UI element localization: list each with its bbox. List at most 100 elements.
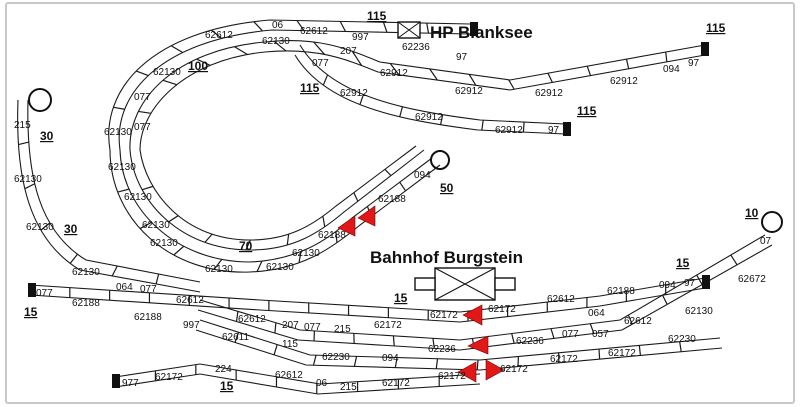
track-code: 62130 (266, 262, 294, 273)
signal-icon (337, 215, 356, 237)
track-joint (18, 141, 29, 146)
rail (29, 287, 706, 323)
track-joint (196, 58, 211, 66)
track-joint (468, 74, 477, 86)
elevation-markers: 115 115 115 115 100 30 30 70 50 10 15 15… (24, 9, 759, 393)
track-code: 62130 (108, 162, 136, 173)
track-joint (665, 51, 668, 62)
buffer-stop (112, 374, 120, 388)
track-joint (155, 273, 160, 285)
track-joint (627, 314, 633, 325)
track-code: 62236 (428, 344, 456, 355)
buffer-stop (563, 122, 571, 136)
sleepers (18, 20, 738, 394)
track-code: 62188 (134, 312, 162, 323)
track-codes-lower-south: 62611 115 62230 094 62236 62236 077 057 … (222, 329, 696, 364)
building-cross (434, 267, 496, 301)
track-code: 62188 (607, 286, 635, 297)
track-joint (435, 358, 439, 369)
track-code: 62912 (535, 88, 563, 99)
track-joint (286, 234, 290, 246)
track-code: 62172 (500, 364, 528, 375)
track-code: 62130 (104, 127, 132, 138)
track-code: 62172 (155, 372, 183, 383)
signal-icon (462, 304, 483, 326)
track-code: 97 (684, 278, 696, 289)
track-code: 064 (116, 282, 133, 293)
track-code: 057 (592, 329, 609, 340)
reverse-loop (430, 150, 450, 170)
track-joint (322, 74, 329, 86)
elevation-label: 15 (394, 291, 408, 305)
track-code: 077 (304, 322, 321, 333)
track-codes-upper: 06 62612 997 62236 97 62612 62130 207 07… (104, 20, 700, 138)
track-joint (661, 294, 668, 305)
track-code: 094 (663, 64, 680, 75)
track-joint (138, 110, 152, 114)
track-code: 62188 (378, 194, 406, 205)
track-code: 62130 (124, 192, 152, 203)
rail (27, 99, 201, 283)
track-joint (245, 239, 251, 251)
track-joint (322, 216, 326, 227)
track-joint (384, 168, 392, 177)
track-joint (481, 120, 484, 131)
track-joint (511, 333, 515, 344)
track-codes-helix: 62130 62130 62130 62130 62130 62130 6213… (108, 162, 431, 275)
track-joint (253, 21, 263, 32)
rail (114, 373, 481, 395)
rail (139, 145, 417, 241)
track-code: 62912 (610, 76, 638, 87)
rail (197, 244, 773, 351)
track-code: 62130 (685, 306, 713, 317)
track-joint (173, 245, 185, 256)
signal-icon (457, 361, 477, 383)
track-joint (24, 183, 35, 190)
track-code: 62172 (430, 310, 458, 321)
track-code: 62130 (205, 264, 233, 275)
track-joint (389, 63, 400, 76)
rail (129, 40, 706, 151)
signal-icon (485, 359, 505, 381)
track-code: 215 (334, 324, 351, 335)
lower-level-tracks (29, 211, 783, 395)
track-code: 06 (316, 378, 328, 389)
track-code: 62172 (382, 378, 410, 389)
rail (129, 149, 425, 251)
track-code: 094 (414, 170, 431, 181)
track-joint (476, 359, 479, 370)
track-joint (273, 40, 287, 52)
track-joint (399, 181, 407, 192)
track-code: 62130 (292, 248, 320, 259)
track-code: 62172 (608, 348, 636, 359)
track-joint (256, 260, 263, 272)
track-code: 62612 (238, 314, 266, 325)
track-code: 62130 (153, 67, 181, 78)
track-code: 62672 (738, 274, 766, 285)
track-code: 62912 (380, 68, 408, 79)
track-joint (399, 106, 404, 117)
reverse-loop (761, 211, 783, 233)
track-codes-lower-north: 077 62188 064 077 62612 62188 62612 6218… (36, 236, 772, 323)
track-joint (111, 265, 118, 277)
platform-shelter (414, 277, 436, 291)
track-joint (547, 72, 553, 83)
track-code: 62230 (322, 352, 350, 363)
track-code: 62912 (495, 125, 523, 136)
elevation-label: 15 (676, 256, 690, 270)
track-joint (211, 29, 223, 39)
elevation-label: 15 (220, 379, 234, 393)
helix-tracks (109, 145, 450, 273)
track-codes-lower-mid: 997 62612 207 077 215 62172 62172 62172 … (183, 304, 713, 335)
track-code: 62188 (318, 230, 346, 241)
track-joint (351, 50, 363, 66)
track-code: 62130 (14, 174, 42, 185)
rail (119, 149, 433, 263)
track-code: 62172 (438, 371, 466, 382)
track-joint (117, 188, 130, 193)
building-cross (397, 21, 421, 39)
track-code: 077 (562, 329, 579, 340)
station-name-upper: HP Blanksee (430, 23, 533, 42)
track-joint (69, 253, 78, 264)
